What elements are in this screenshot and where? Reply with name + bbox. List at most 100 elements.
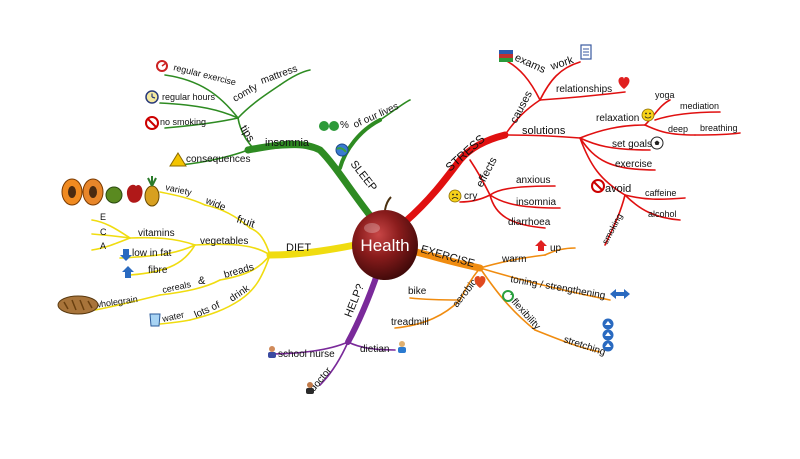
line-lots-of — [189, 299, 241, 321]
label-lots-of: lots of — [193, 300, 222, 321]
label-comfy: comfy — [231, 82, 260, 105]
line-mediation — [654, 111, 721, 121]
warning-icon — [169, 152, 187, 167]
label-diarrhoea: diarrhoea — [508, 217, 551, 228]
label-stretching: stretching — [562, 334, 607, 358]
line-comfy — [237, 84, 281, 119]
person-icon — [398, 341, 406, 353]
line-caffeine — [624, 194, 686, 201]
label-anxious: anxious — [516, 175, 550, 186]
line-aerobic — [459, 267, 481, 301]
label-exercise: EXERCISE — [419, 243, 476, 270]
label-percent: % — [340, 120, 349, 131]
label-dietian: dietian — [360, 344, 389, 355]
label-school-nurse: school nurse — [278, 349, 335, 360]
line-cereals — [159, 279, 221, 296]
line-avoid — [579, 137, 626, 196]
label-insomnia-stress: insomnia — [516, 197, 556, 208]
label-no-smoking: no smoking — [160, 117, 206, 127]
label-vegetables: vegetables — [200, 236, 248, 247]
label-solutions: solutions — [522, 125, 566, 137]
label-wide: wide — [203, 195, 228, 213]
label-breads: breads — [223, 262, 255, 281]
label-flexibility: flexibility — [509, 297, 542, 332]
line-causes — [504, 99, 541, 136]
line-toning — [479, 267, 611, 301]
branch-stress — [401, 131, 509, 226]
label-regular-exercise: regular exercise — [173, 62, 238, 87]
sad-face-icon — [448, 189, 462, 203]
label-smoking: smoking — [600, 212, 625, 246]
person-icon — [306, 382, 314, 394]
bread-icon — [57, 295, 99, 315]
fruit-basket-icon — [61, 176, 160, 207]
line-vit-c — [91, 233, 131, 239]
line-drink — [239, 254, 271, 301]
label-deep: deep — [668, 124, 688, 134]
line-regular-hours — [159, 102, 239, 119]
arrow-up-icon — [535, 240, 547, 251]
line-school-nurse — [269, 341, 349, 355]
line-tips — [237, 117, 256, 151]
line-wide — [204, 204, 251, 229]
line-vit-e — [91, 219, 131, 239]
line-insomnia-stress — [489, 194, 561, 209]
center-apple — [352, 196, 418, 280]
line-water — [159, 319, 191, 325]
line-stretching — [534, 329, 601, 353]
heart-icon — [618, 77, 630, 89]
line-up — [544, 247, 576, 256]
line-treadmill — [394, 299, 461, 329]
line-vegetables — [194, 243, 271, 256]
line-effects — [469, 159, 491, 196]
line-bike — [409, 297, 461, 301]
label-exercise-stress: exercise — [615, 159, 653, 170]
line-smoking — [604, 194, 626, 246]
label-treadmill: treadmill — [391, 317, 429, 328]
label-vit-e: E — [100, 212, 106, 222]
line-yoga — [644, 99, 671, 126]
line-consequences — [179, 149, 249, 166]
line-breathing — [694, 132, 741, 136]
label-fruit: fruit — [235, 213, 256, 230]
no-entry-icon — [145, 116, 159, 130]
line-dietian — [347, 341, 396, 351]
line-cry — [459, 194, 491, 203]
line-deep — [644, 124, 696, 136]
label-cry: cry — [464, 191, 477, 202]
globe-icon — [335, 143, 349, 157]
label-regular-hours: regular hours — [162, 92, 216, 102]
no-entry-icon — [591, 179, 605, 193]
list-icon — [580, 44, 592, 60]
label-fibre: fibre — [148, 265, 168, 276]
label-vit-a: A — [100, 241, 106, 251]
line-warm — [479, 254, 546, 269]
line-relaxation — [579, 124, 646, 139]
label-relaxation: relaxation — [596, 113, 639, 124]
label-insomnia: insomnia — [265, 137, 310, 149]
label-stress: STRESS — [443, 132, 488, 175]
label-of-our-lives: of our lives — [352, 101, 401, 131]
clock-icon — [145, 90, 159, 104]
football-icon — [650, 136, 664, 150]
label-consequences: consequences — [186, 154, 251, 165]
label-vit-c: C — [100, 227, 107, 237]
line-variety — [159, 191, 206, 206]
label-alcohol: alcohol — [648, 209, 677, 219]
label-up: up — [550, 243, 562, 254]
line-fibre — [129, 244, 196, 276]
person-icon — [268, 346, 276, 358]
arrow-up-icon — [122, 266, 134, 278]
glass-icon — [149, 313, 161, 327]
numbers-icon — [319, 121, 339, 131]
smiley-icon — [641, 108, 655, 122]
branch-sleep — [244, 140, 376, 222]
label-yoga: yoga — [655, 90, 675, 100]
label-relationships: relationships — [556, 84, 612, 95]
label-drink: drink — [228, 283, 253, 305]
label-set-goals: set goals — [612, 139, 652, 150]
line-vit-a — [91, 237, 131, 251]
line-fruit — [249, 227, 271, 256]
branch-diet — [266, 241, 359, 259]
branch-sleep-top — [338, 118, 382, 170]
